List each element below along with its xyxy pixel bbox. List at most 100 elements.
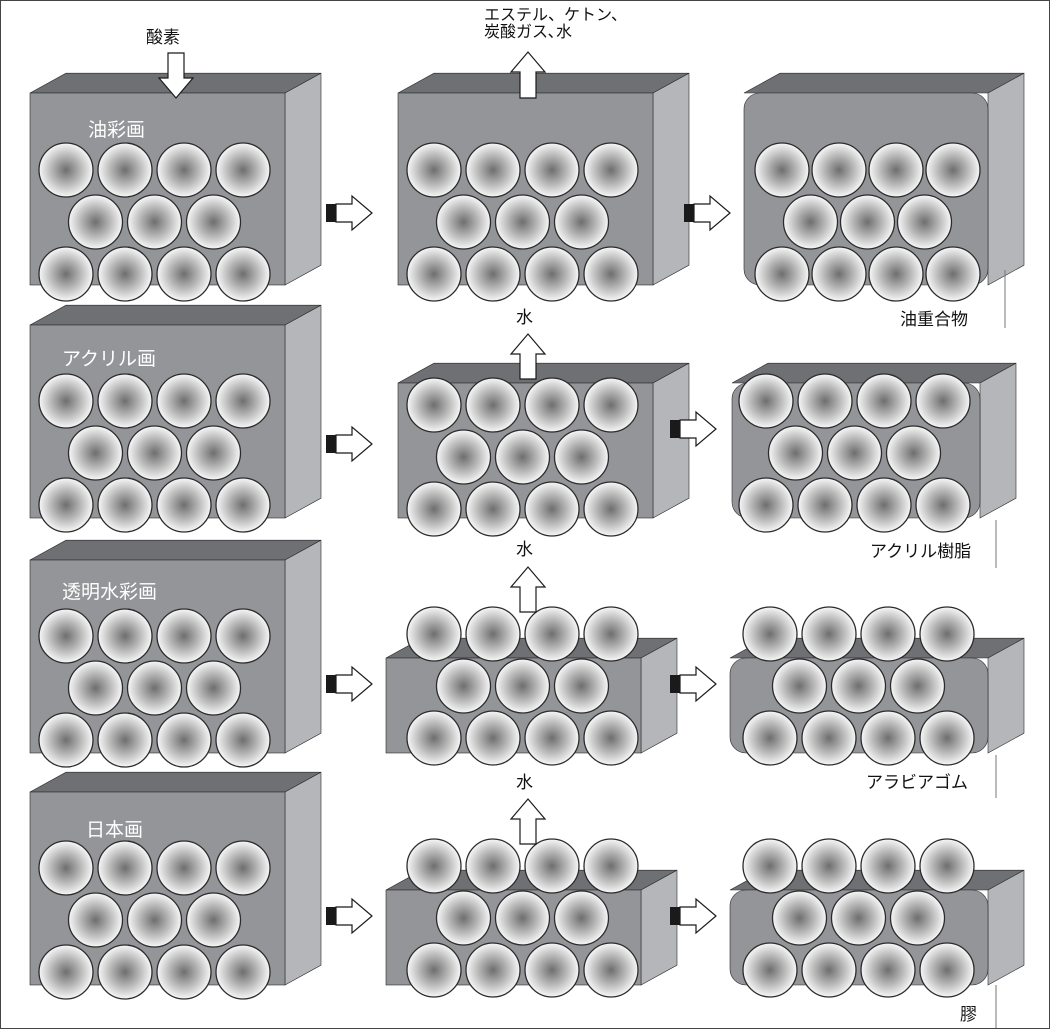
pigment-particle: [157, 841, 211, 895]
watercolor-final-block-side: [988, 638, 1024, 753]
nihonga-water-release-arrow: [511, 799, 545, 844]
pigment-particle: [743, 943, 797, 997]
pigment-particle: [187, 426, 241, 480]
pigment-particle: [407, 839, 461, 893]
pigment-particle: [69, 661, 123, 715]
pigment-particle: [584, 247, 638, 301]
pigment-particle: [128, 195, 182, 249]
pigment-particle: [466, 711, 520, 765]
oil-mid-block-side: [653, 73, 689, 285]
pigment-particle: [832, 891, 886, 945]
pigment-particle: [98, 945, 152, 999]
oil-mid-block-top: [398, 73, 689, 93]
pigment-particle: [584, 607, 638, 661]
watercolor-mid-block-side: [641, 638, 677, 753]
nihonga-start-block-side: [285, 772, 321, 985]
pigment-particle: [555, 195, 609, 249]
nihonga-arrow-2-tail: [670, 907, 680, 925]
row-watercolor-paint-label: 透明水彩画: [62, 577, 157, 604]
pigment-particle: [755, 247, 809, 301]
watercolor-start-block-side: [285, 540, 321, 753]
pigment-particle: [216, 478, 270, 532]
pigment-particle: [407, 711, 461, 765]
pigment-particle: [802, 711, 856, 765]
watercolor-arrow-1: [326, 667, 372, 701]
pigment-particle: [466, 482, 520, 536]
pigment-particle: [216, 609, 270, 663]
acrylic-arrow-2-tail: [670, 420, 680, 438]
pigment-particle: [39, 374, 93, 428]
nihonga-water-release-arrow: [511, 799, 545, 844]
nihonga-arrow-1: [326, 899, 372, 933]
acrylic-mid-block-side: [653, 363, 689, 518]
row-acrylic-paint-label: アクリル画: [62, 344, 156, 371]
pigment-particle: [861, 711, 915, 765]
nihonga-mid-block-side: [641, 870, 677, 985]
pigment-particle: [157, 478, 211, 532]
acrylic-released-label: 水: [516, 303, 533, 328]
watercolor-arrow-2-head: [680, 667, 716, 701]
pigment-particle: [773, 659, 827, 713]
pigment-particle: [39, 713, 93, 767]
oxygen-label: 酸素: [146, 23, 180, 48]
pigment-particle: [496, 430, 550, 484]
pigment-particle: [407, 247, 461, 301]
pigment-particle: [584, 482, 638, 536]
pigment-particle: [920, 711, 974, 765]
oil-arrow-2: [684, 196, 730, 230]
pigment-particle: [157, 609, 211, 663]
oil-arrow-2-tail: [684, 204, 694, 222]
pigment-particle: [743, 839, 797, 893]
nihonga-arrow-1-tail: [326, 907, 336, 925]
pigment-particle: [861, 607, 915, 661]
pigment-particle: [555, 659, 609, 713]
pigment-particle: [857, 478, 911, 532]
pigment-particle: [466, 143, 520, 197]
pigment-particle: [39, 609, 93, 663]
pigment-particle: [187, 195, 241, 249]
pigment-particle: [743, 607, 797, 661]
pigment-particle: [157, 945, 211, 999]
pigment-particle: [869, 143, 923, 197]
watercolor-arrow-1-head: [336, 667, 372, 701]
row-nihonga-paint-label: 日本画: [86, 815, 143, 842]
pigment-particle: [157, 143, 211, 197]
pigment-particle: [69, 893, 123, 947]
pigment-particle: [861, 839, 915, 893]
pigment-particle: [898, 195, 952, 249]
pigment-particle: [216, 713, 270, 767]
pigment-particle: [861, 943, 915, 997]
watercolor-water-release-arrow: [511, 567, 545, 612]
oil-final-block-side: [988, 73, 1024, 285]
pigment-particle: [812, 143, 866, 197]
pigment-particle: [407, 607, 461, 661]
pigment-particle: [466, 839, 520, 893]
pigment-particle: [98, 143, 152, 197]
pigment-particle: [802, 943, 856, 997]
pigment-particle: [828, 426, 882, 480]
pigment-particle: [584, 839, 638, 893]
pigment-particle: [407, 943, 461, 997]
pigment-particle: [128, 661, 182, 715]
pigment-particle: [887, 426, 941, 480]
pigment-particle: [39, 841, 93, 895]
pigment-particle: [798, 478, 852, 532]
pigment-particle: [841, 195, 895, 249]
watercolor-start-block-top: [30, 540, 321, 560]
acrylic-arrow-1: [326, 427, 372, 461]
pigment-particle: [584, 143, 638, 197]
pigment-particle: [39, 478, 93, 532]
pigment-particle: [216, 374, 270, 428]
oil-arrow-1-tail: [326, 204, 336, 222]
pigment-particle: [496, 195, 550, 249]
pigment-particle: [802, 839, 856, 893]
pigment-particle: [69, 426, 123, 480]
pigment-particle: [555, 891, 609, 945]
pigment-particle: [466, 247, 520, 301]
pigment-particle: [69, 195, 123, 249]
pigment-particle: [920, 839, 974, 893]
pigment-particle: [496, 659, 550, 713]
pigment-particle: [802, 607, 856, 661]
nihonga-released-label: 水: [516, 768, 533, 793]
pigment-particle: [926, 143, 980, 197]
